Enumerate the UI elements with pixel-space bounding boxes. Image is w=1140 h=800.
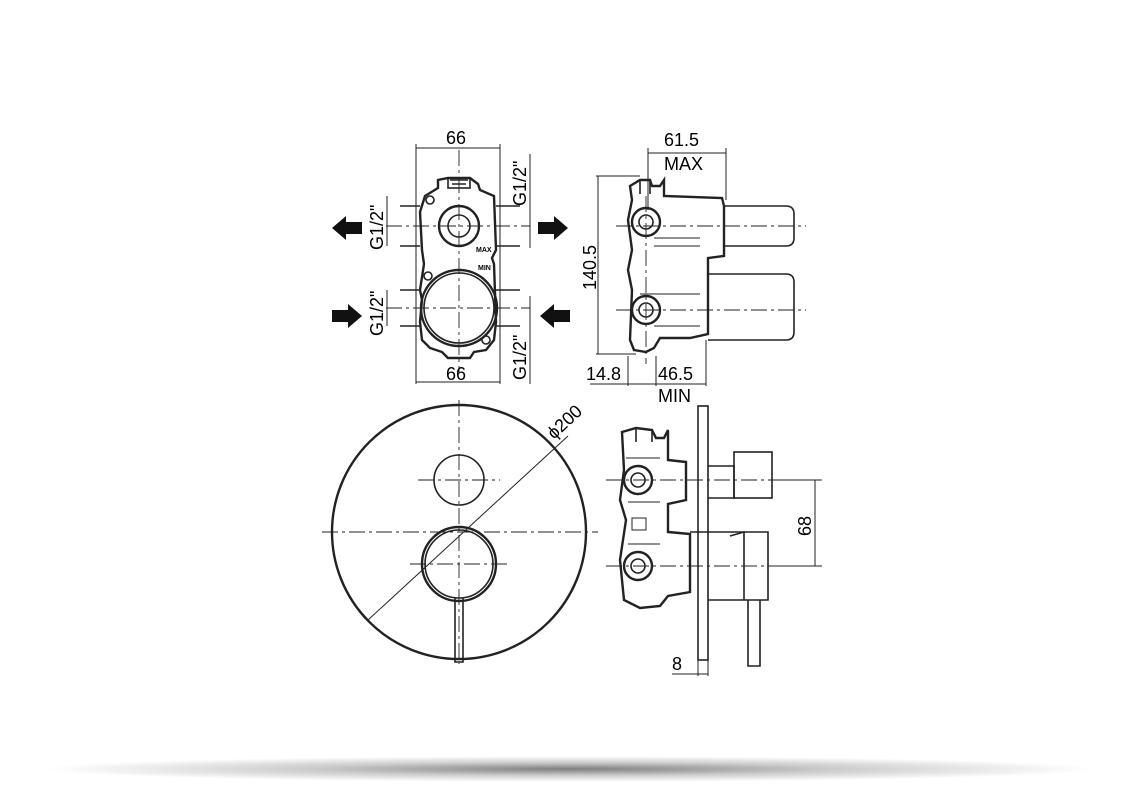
front-view-valve-body: MAX MIN (386, 150, 530, 372)
flow-arrows (332, 216, 570, 328)
side-depth-note: MAX (664, 154, 703, 174)
side-depth-label: 61.5 (664, 130, 699, 150)
thread-bottom-left-label: G1/2" (367, 291, 387, 336)
front-width-bottom-label: 66 (446, 364, 466, 384)
thread-top-right-label: G1/2" (510, 161, 530, 206)
spout-spacing-label: 68 (795, 516, 815, 536)
side-view-assembly: 68 8 (606, 405, 822, 676)
plate-diameter-label: ϕ200 (543, 401, 586, 443)
side-min-note: MIN (658, 386, 691, 406)
thread-bottom-right-label: G1/2" (510, 335, 530, 380)
side-offset-label: 14.8 (586, 364, 621, 384)
arrow-left-icon (332, 216, 362, 240)
arrow-right-icon (538, 216, 568, 240)
arrow-left-icon (540, 304, 570, 328)
floor-shadow (40, 756, 1100, 782)
min-mark: MIN (478, 265, 491, 272)
side-view-dimensions: 61.5 MAX 140.5 14.8 46.5 MIN (580, 130, 727, 406)
plate-thickness-label: 8 (672, 654, 682, 674)
side-view-valve-body (616, 176, 806, 364)
side-min-depth-label: 46.5 (658, 364, 693, 384)
max-mark: MAX (476, 247, 492, 254)
front-width-top-label: 66 (446, 128, 466, 148)
side-height-label: 140.5 (580, 245, 600, 290)
arrow-right-icon (332, 304, 362, 328)
front-view-cover-plate: ϕ200 (322, 400, 598, 664)
thread-top-left-label: G1/2" (367, 205, 387, 250)
front-view-dimensions: 66 66 G1/2" G1/2" G1/2" G1/2" (367, 128, 531, 384)
